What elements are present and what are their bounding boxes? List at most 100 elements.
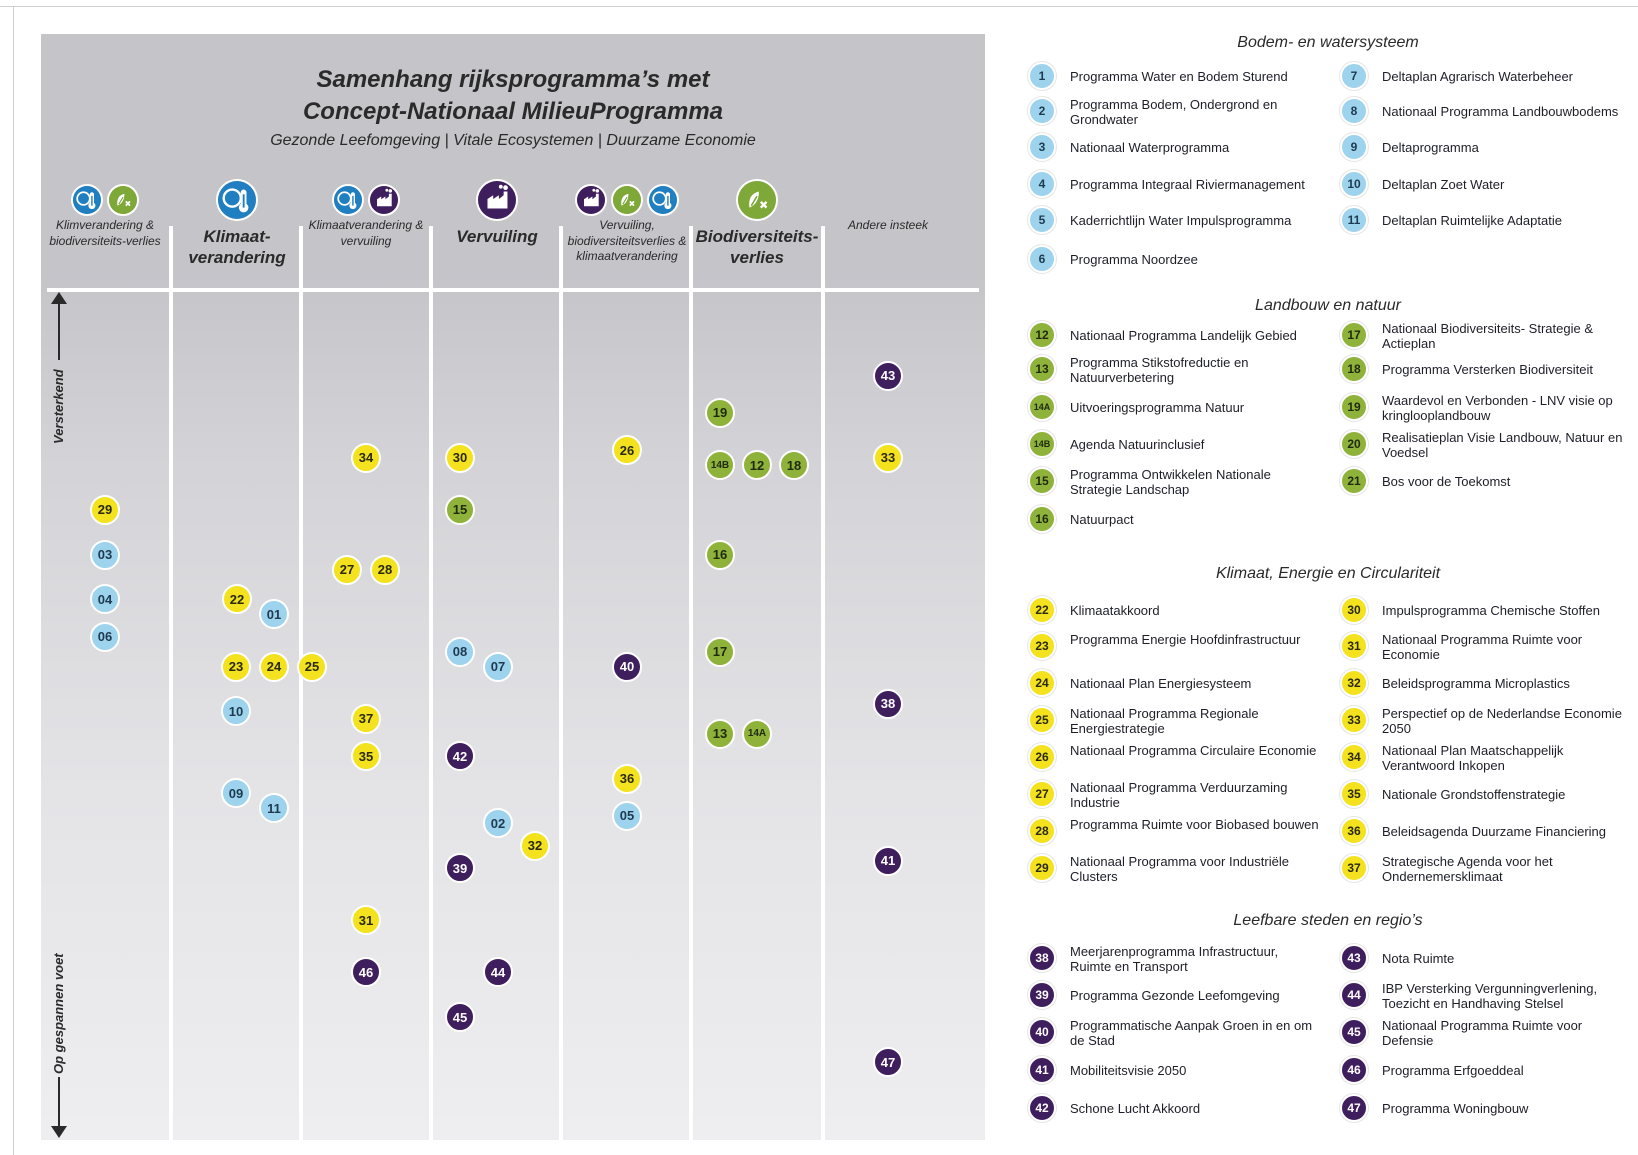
program-node: 08 <box>445 636 475 667</box>
legend-item: 17 Nationaal Biodiversiteits- Strategie &… <box>1340 321 1638 351</box>
legend-program-name: Programma Water en Bodem Sturend <box>1070 69 1288 84</box>
legend-program-name: Programma Erfgoeddeal <box>1382 1063 1524 1078</box>
legend-program-name: Schone Lucht Akkoord <box>1070 1101 1201 1116</box>
diagram-subtitle: Gezonde Leefomgeving | Vitale Ecosysteme… <box>270 132 756 149</box>
frame-top-border <box>0 6 1638 7</box>
legend-program-name: Perspectief op de Nederlandse Economie 2… <box>1382 706 1622 736</box>
legend-number-badge: 21 <box>1340 467 1368 495</box>
legend-number-badge: 44 <box>1340 981 1368 1009</box>
program-node: 02 <box>483 808 513 839</box>
legend-program-name: Nationaal Programma Verduurzaming Indust… <box>1070 780 1288 810</box>
legend-program-name: Mobiliteitsvisie 2050 <box>1070 1063 1187 1078</box>
legend-program-name: Waardevol en Verbonden - LNV visie op kr… <box>1382 393 1613 423</box>
column-label: Klimaat-verandering <box>188 227 286 268</box>
legend-number-badge: 23 <box>1028 632 1056 660</box>
legend-number-badge: 20 <box>1340 430 1368 458</box>
program-node: 05 <box>612 800 642 831</box>
climate-thermometer-icon <box>216 179 258 221</box>
legend-number-badge: 42 <box>1028 1094 1056 1122</box>
climate-thermometer-icon <box>647 184 679 216</box>
program-node: 34 <box>351 442 381 473</box>
biodiversity-leaf-icon <box>107 184 139 216</box>
legend-number-badge: 18 <box>1340 355 1368 383</box>
legend-program-name: Programma Ontwikkelen Nationale Strategi… <box>1070 467 1271 497</box>
program-node: 03 <box>90 539 120 570</box>
legend-program-name: Beleidsprogramma Microplastics <box>1382 676 1570 691</box>
legend-program-name: Nationaal Programma Ruimte voor Economie <box>1382 632 1583 662</box>
legend-item: 42 Schone Lucht Akkoord <box>1028 1094 1328 1124</box>
legend-program-name: Deltaplan Ruimtelijke Adaptatie <box>1382 213 1562 228</box>
program-node: 32 <box>520 830 550 861</box>
legend-number-badge: 22 <box>1028 596 1056 624</box>
program-node: 06 <box>90 621 120 652</box>
legend-item: 1 Programma Water en Bodem Sturend <box>1028 62 1328 92</box>
frame-left-border <box>13 6 14 1155</box>
program-node: 41 <box>873 845 903 876</box>
program-node: 31 <box>351 905 381 936</box>
program-node: 40 <box>612 651 642 682</box>
legend-number-badge: 10 <box>1340 170 1368 198</box>
legend-number-badge: 31 <box>1340 632 1368 660</box>
legend-number-badge: 45 <box>1340 1018 1368 1046</box>
legend-program-name: Natuurpact <box>1070 512 1134 527</box>
column-label: Vervuiling <box>456 227 538 246</box>
axis-down-arrow-icon <box>51 1126 67 1138</box>
legend-program-name: Programma Bodem, Ondergrond en Grondwate… <box>1070 97 1278 127</box>
legend-program-name: Nationaal Plan Maatschappelijk Verantwoo… <box>1382 743 1564 773</box>
legend-number-badge: 38 <box>1028 944 1056 972</box>
legend-program-name: Programma Energie Hoofdinfrastructuur <box>1070 632 1301 647</box>
program-node: 18 <box>779 450 809 481</box>
legend-program-name: Programma Woningbouw <box>1382 1101 1529 1116</box>
legend-program-name: Deltaplan Zoet Water <box>1382 177 1505 192</box>
legend-program-name: Meerjarenprogramma Infrastructuur, Ruimt… <box>1070 944 1279 974</box>
legend-number-badge: 40 <box>1028 1018 1056 1046</box>
legend-number-badge: 17 <box>1340 321 1368 349</box>
column-divider <box>299 226 303 1144</box>
column-label: Vervuiling, biodiversiteitsverlies & kli… <box>567 218 687 264</box>
column-label: Klimaatverandering & vervuiling <box>308 218 424 248</box>
legend-number-badge: 46 <box>1340 1056 1368 1084</box>
legend-number-badge: 28 <box>1028 817 1056 845</box>
program-node: 42 <box>445 741 475 772</box>
legend-number-badge: 6 <box>1028 245 1056 273</box>
program-node: 46 <box>351 957 381 988</box>
legend-program-name: Nationaal Programma Landelijk Gebied <box>1070 328 1297 343</box>
legend-program-name: Nationaal Biodiversiteits- Strategie & A… <box>1382 321 1593 351</box>
legend-number-badge: 29 <box>1028 854 1056 882</box>
legend-program-name: Bos voor de Toekomst <box>1382 474 1511 489</box>
legend-number-badge: 30 <box>1340 596 1368 624</box>
program-node: 19 <box>705 397 735 428</box>
legend-number-badge: 1 <box>1028 62 1056 90</box>
legend-item: 33 Perspectief op de Nederlandse Economie… <box>1340 706 1638 736</box>
legend-program-name: Nota Ruimte <box>1382 951 1455 966</box>
legend-number-badge: 33 <box>1340 706 1368 734</box>
legend-number-badge: 11 <box>1340 206 1368 234</box>
program-node: 45 <box>445 1002 475 1033</box>
axis-up-arrow-icon <box>51 292 67 304</box>
legend-number-badge: 35 <box>1340 780 1368 808</box>
program-node: 28 <box>370 554 400 585</box>
legend-program-name: Nationaal Programma voor Industriële Clu… <box>1070 854 1289 884</box>
program-node: 26 <box>612 435 642 466</box>
legend-number-badge: 27 <box>1028 780 1056 808</box>
pollution-factory-icon <box>368 184 400 216</box>
program-node: 37 <box>351 703 381 734</box>
program-node: 27 <box>332 554 362 585</box>
legend-program-name: Uitvoeringsprogramma Natuur <box>1070 400 1245 415</box>
program-node: 38 <box>873 688 903 719</box>
